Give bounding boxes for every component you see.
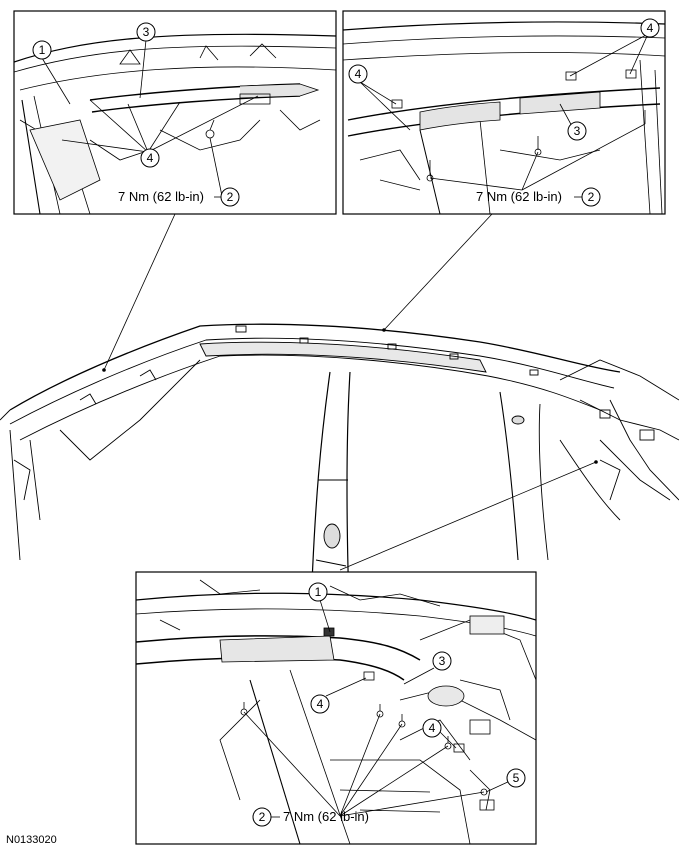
callout-2-topright: 2 — [581, 187, 601, 207]
callout-1-bottom: 1 — [308, 582, 328, 602]
svg-text:3: 3 — [574, 124, 581, 138]
callout-3-bottom: 3 — [432, 651, 452, 671]
figure-id: N0133020 — [6, 834, 57, 846]
callout-4-topleft: 4 — [140, 148, 160, 168]
svg-text:2: 2 — [259, 810, 266, 824]
inset-top-right: 4 4 3 7 Nm (62 lb-in) 2 — [342, 10, 666, 215]
svg-text:1: 1 — [39, 43, 46, 57]
svg-text:4: 4 — [317, 697, 324, 711]
torque-label-topright: 7 Nm (62 lb-in) — [476, 189, 562, 204]
svg-text:4: 4 — [355, 67, 362, 81]
callout-4a-topright: 4 — [348, 64, 368, 84]
svg-text:2: 2 — [588, 190, 595, 204]
inset-top-left: 1 3 4 7 Nm (62 lb-in) 2 — [13, 10, 337, 215]
svg-text:1: 1 — [315, 585, 322, 599]
svg-text:3: 3 — [143, 25, 150, 39]
svg-text:4: 4 — [147, 151, 154, 165]
callout-2-bottom: 2 — [252, 807, 272, 827]
callout-4a-bottom: 4 — [310, 694, 330, 714]
svg-text:3: 3 — [439, 654, 446, 668]
callout-5-bottom: 5 — [506, 768, 526, 788]
svg-text:4: 4 — [429, 721, 436, 735]
callout-4b-bottom: 4 — [422, 718, 442, 738]
inset-bottom: 1 3 4 4 5 2 7 Nm (62 lb-in) — [135, 571, 537, 845]
callout-1-topleft: 1 — [32, 40, 52, 60]
svg-text:5: 5 — [513, 771, 520, 785]
callout-2-topleft: 2 — [220, 187, 240, 207]
torque-label-topleft: 7 Nm (62 lb-in) — [118, 189, 204, 204]
svg-text:4: 4 — [647, 21, 654, 35]
svg-text:2: 2 — [227, 190, 234, 204]
inset-leader-lines — [103, 213, 597, 571]
callout-4b-topright: 4 — [640, 18, 660, 38]
callout-3-topleft: 3 — [136, 22, 156, 42]
torque-label-bottom: 7 Nm (62 lb-in) — [283, 809, 369, 824]
callout-3-topright: 3 — [567, 121, 587, 141]
